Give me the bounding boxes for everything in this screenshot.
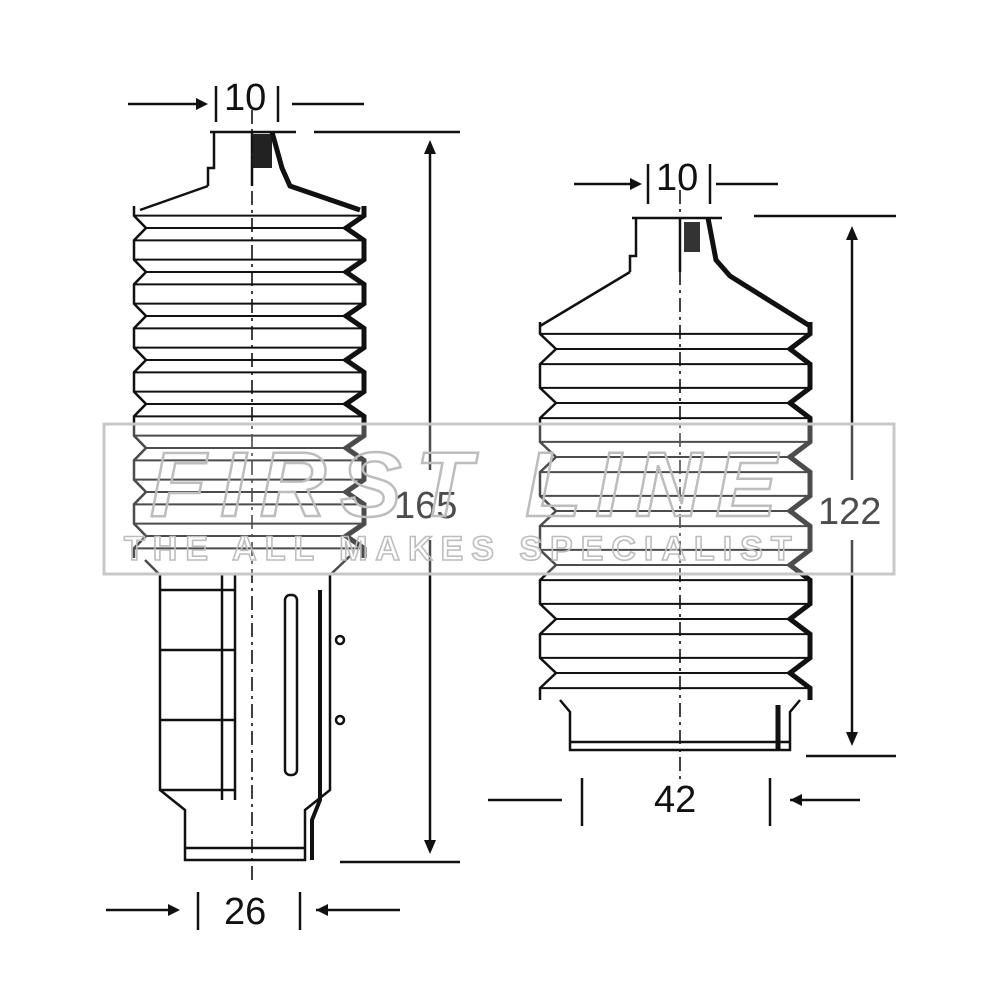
right-top-dimension-label: 10 [656,157,698,199]
left-boot-inner-profile [132,206,148,558]
left-top-dimension-label: 10 [224,77,266,119]
left-top-dimension [128,86,364,122]
right-steering-boot [538,216,813,752]
watermark-brand: FIRST LINE [150,434,791,536]
left-boot-convolutions [132,206,367,558]
watermark-frame [102,422,896,576]
right-bottom-dimension [488,778,860,826]
left-steering-boot [132,130,367,862]
left-boot-outer-profile [341,206,367,558]
watermark-tagline: THE ALL MAKES SPECIALIST [124,530,800,568]
right-bottom-dimension-label: 42 [654,779,696,821]
right-top-dimension [574,164,778,204]
watermark: FIRST LINE THE ALL MAKES SPECIALIST [102,422,896,576]
right-height-dimension-label: 122 [818,491,881,533]
left-height-dimension-label: 165 [394,485,457,527]
left-bottom-dimension-label: 26 [224,891,266,933]
left-bottom-dimension [106,892,400,930]
right-boot-inner-profile [538,322,558,700]
right-boot-convolutions [538,322,813,700]
left-height-dimension [314,130,460,864]
right-boot-outer-profile [785,322,813,700]
